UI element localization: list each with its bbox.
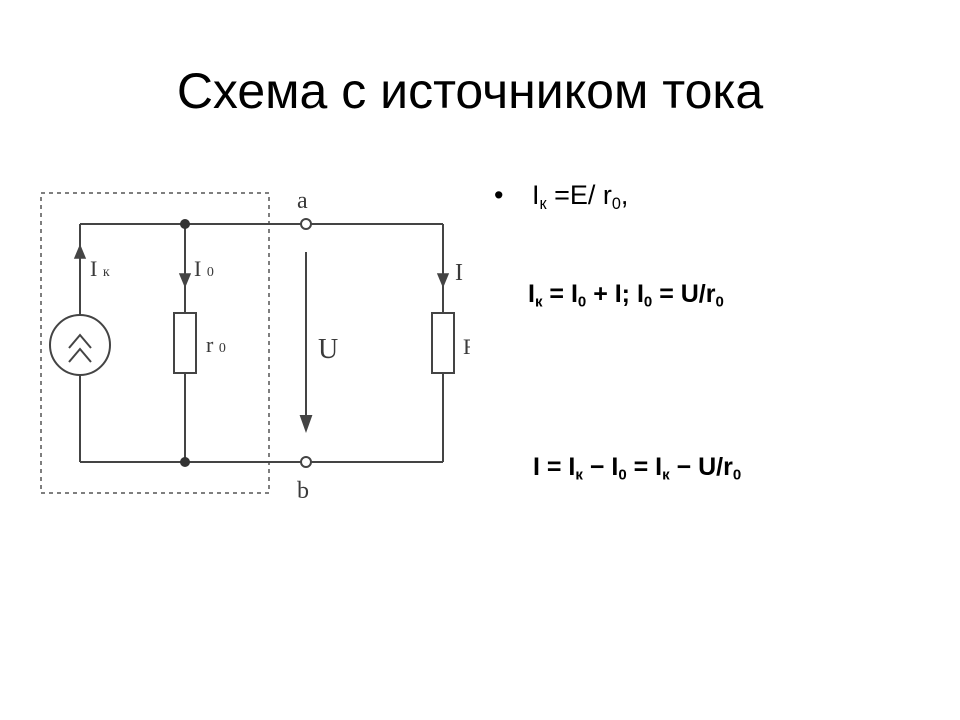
load-resistor-label-main: R (463, 334, 470, 359)
internal-resistor-r0 (173, 312, 197, 374)
voltage-label: U (318, 334, 338, 365)
junction-top (180, 219, 190, 229)
f1-sub-4: 0 (715, 293, 724, 311)
f1-sub-3: 0 (643, 293, 653, 311)
f1-sub-2: 0 (577, 293, 587, 311)
f2-part-3: = I (626, 453, 663, 481)
source-boundary-dashed (40, 192, 270, 494)
bullet-sub-2: 0 (611, 194, 621, 213)
voltage-arrow (299, 252, 313, 433)
internal-current-label: I 0 (194, 256, 214, 281)
f2-sub-3: к (662, 466, 670, 484)
f2-part-2: − I (582, 453, 619, 481)
f2-sub-1: к (575, 466, 583, 484)
source-current-label: I к (90, 256, 110, 281)
circuit-wires (79, 223, 444, 463)
f2-sub-4: 0 (732, 466, 742, 484)
junction-bottom (180, 457, 190, 467)
f1-part-4: = U/r (652, 280, 716, 308)
formula-load-current: I = Iк − I0 = Iк − U/r0 (533, 453, 741, 484)
source-current-label-sub: к (103, 265, 110, 280)
source-current-label-main: I (90, 256, 97, 281)
current-source-icon (49, 314, 111, 376)
current-source-circuit-diagram: a b U I I к I 0 r 0 R н (40, 188, 470, 504)
load-resistor-label: R н (463, 334, 470, 359)
f1-sub-1: к (534, 293, 543, 311)
arrow-down-internal-current (178, 273, 192, 288)
f1-part-2: = I (542, 280, 578, 308)
arrow-up-source-current (73, 244, 87, 259)
f1-part-1: I (528, 280, 535, 308)
bullet-text-1: I (532, 180, 540, 210)
slide-title: Схема с источником тока (176, 63, 764, 119)
internal-current-label-main: I (194, 256, 201, 281)
formula-current-balance: Iк = I0 + I; I0 = U/r0 (528, 280, 724, 311)
f2-part-4: − U/r (669, 453, 733, 481)
bullet-text-3: , (620, 180, 629, 210)
bullet-text-2: =E/ r (546, 180, 612, 210)
arrow-down-load-current (436, 273, 450, 288)
load-current-label: I (455, 260, 463, 286)
node-a-label: a (297, 188, 308, 214)
f2-sub-2: 0 (618, 466, 627, 484)
load-resistor-rn (431, 312, 455, 374)
current-arrows (73, 244, 450, 288)
bullet-item: • Iк =E/ r0, (494, 180, 628, 214)
internal-current-label-sub: 0 (207, 265, 214, 280)
terminal-a (300, 218, 312, 230)
f2-part-1: I = I (533, 453, 576, 481)
internal-resistor-label: r 0 (206, 332, 226, 357)
bullet-marker: • (494, 180, 504, 210)
internal-resistor-label-sub: 0 (219, 341, 226, 356)
f1-part-3: + I; I (586, 280, 644, 308)
node-b-label: b (297, 478, 309, 504)
terminal-b (300, 456, 312, 468)
internal-resistor-label-main: r (206, 332, 214, 357)
bullet-sub-1: к (539, 194, 547, 213)
